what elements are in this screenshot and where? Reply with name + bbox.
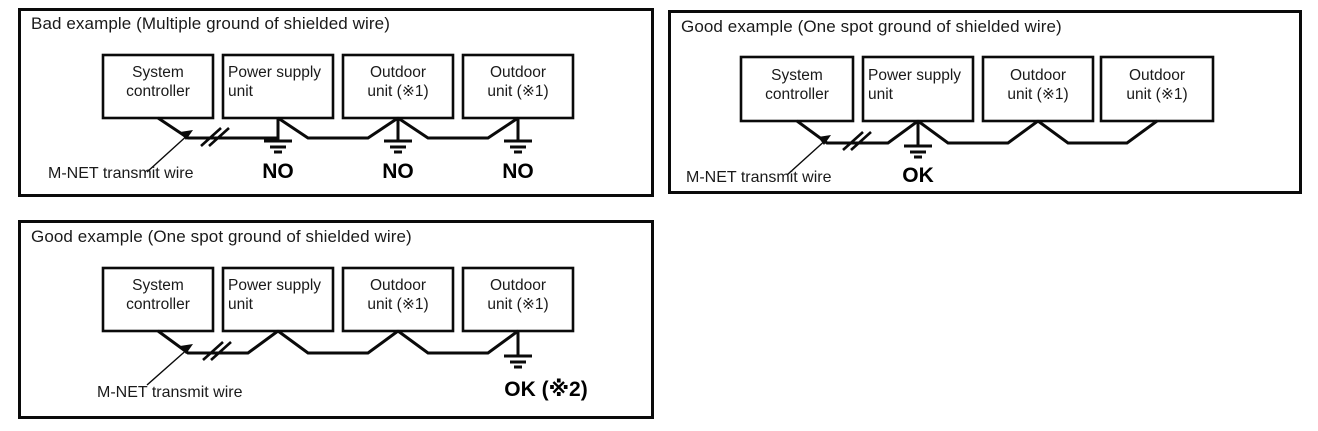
panel-good-example-top-title: Good example (One spot ground of shielde… bbox=[681, 17, 1062, 36]
panel-bad-example-title: Bad example (Multiple ground of shielded… bbox=[31, 14, 390, 33]
panel-good-example-bottom-title: Good example (One spot ground of shielde… bbox=[31, 227, 412, 246]
panel-good-example-bottom bbox=[18, 220, 654, 419]
panel-bad-example bbox=[18, 8, 654, 197]
panel-good-example-top bbox=[668, 10, 1302, 194]
